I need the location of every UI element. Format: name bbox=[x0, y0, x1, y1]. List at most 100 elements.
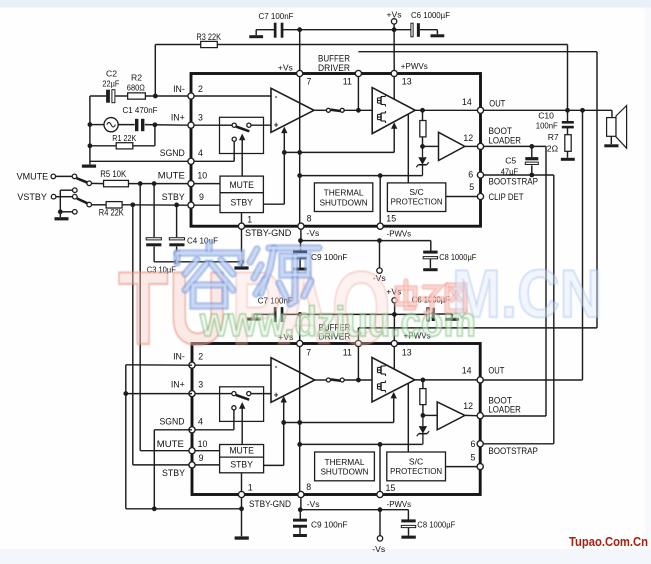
svg-text:+Vs: +Vs bbox=[387, 9, 402, 19]
svg-text:IN+: IN+ bbox=[171, 380, 185, 390]
svg-text:BOOT: BOOT bbox=[488, 395, 512, 405]
svg-text:8: 8 bbox=[307, 214, 312, 224]
svg-text:IN-: IN- bbox=[173, 84, 185, 94]
svg-text:8: 8 bbox=[306, 482, 311, 492]
svg-text:10: 10 bbox=[198, 439, 208, 449]
svg-text:9: 9 bbox=[199, 453, 204, 463]
svg-text:THERMAL: THERMAL bbox=[325, 457, 365, 467]
svg-text:OUT: OUT bbox=[489, 98, 506, 108]
svg-text:C5: C5 bbox=[505, 155, 516, 165]
svg-text:+PWVs: +PWVs bbox=[404, 330, 431, 340]
svg-text:STBY: STBY bbox=[162, 468, 185, 478]
svg-text:www.dziuu.com: www.dziuu.com bbox=[199, 298, 476, 345]
svg-text:C1 470nF: C1 470nF bbox=[123, 105, 158, 115]
svg-text:-PWVs: -PWVs bbox=[387, 229, 412, 239]
svg-text:12: 12 bbox=[463, 401, 473, 411]
svg-text:MUTE: MUTE bbox=[157, 439, 184, 449]
svg-text:DRIVER: DRIVER bbox=[319, 331, 351, 341]
svg-text:SHUTDOWN: SHUTDOWN bbox=[320, 197, 368, 207]
svg-text:STBY: STBY bbox=[162, 192, 185, 202]
svg-text:BUFFER: BUFFER bbox=[318, 53, 350, 63]
svg-text:1: 1 bbox=[247, 214, 252, 224]
svg-text:IN-: IN- bbox=[173, 351, 185, 361]
svg-text:C3 10µF: C3 10µF bbox=[147, 265, 176, 275]
svg-text:BOOTSTRAP: BOOTSTRAP bbox=[489, 176, 539, 186]
svg-text:11: 11 bbox=[343, 347, 352, 357]
svg-text:9: 9 bbox=[199, 192, 204, 202]
svg-text:SGND: SGND bbox=[160, 417, 185, 427]
svg-text:4: 4 bbox=[198, 417, 203, 427]
svg-text:STBY-GND: STBY-GND bbox=[249, 499, 291, 509]
svg-text:STBY: STBY bbox=[230, 459, 253, 469]
svg-text:MUTE: MUTE bbox=[158, 171, 185, 181]
svg-text:S/C: S/C bbox=[409, 456, 423, 466]
svg-text:3: 3 bbox=[198, 113, 203, 123]
svg-text:LOADER: LOADER bbox=[488, 404, 521, 414]
svg-text:5: 5 bbox=[470, 452, 475, 462]
svg-text:PROTECTION: PROTECTION bbox=[390, 466, 442, 476]
svg-text:2: 2 bbox=[198, 351, 203, 361]
svg-text:+Vs: +Vs bbox=[278, 62, 293, 72]
svg-text:THERMAL: THERMAL bbox=[324, 188, 364, 198]
svg-text:R5 10K: R5 10K bbox=[100, 169, 126, 179]
svg-text:-: - bbox=[275, 92, 278, 101]
svg-text:C10: C10 bbox=[538, 111, 554, 121]
svg-text:1: 1 bbox=[248, 483, 253, 493]
svg-text:22µF: 22µF bbox=[102, 78, 119, 88]
svg-text:STBY-GND: STBY-GND bbox=[245, 228, 291, 238]
svg-text:SHUTDOWN: SHUTDOWN bbox=[321, 466, 369, 476]
svg-text:CLIP DET: CLIP DET bbox=[489, 192, 525, 202]
svg-text:4: 4 bbox=[198, 148, 203, 158]
svg-text:12: 12 bbox=[463, 133, 473, 143]
svg-text:6: 6 bbox=[470, 439, 475, 449]
svg-text:C8 1000µF: C8 1000µF bbox=[439, 252, 476, 262]
svg-text:BUFFER: BUFFER bbox=[319, 322, 351, 332]
svg-text:-Vs: -Vs bbox=[306, 228, 319, 238]
svg-text:BOOTSTRAP: BOOTSTRAP bbox=[488, 446, 538, 456]
svg-text:Tupao.Com.Cn: Tupao.Com.Cn bbox=[569, 534, 648, 549]
svg-text:VMUTE: VMUTE bbox=[17, 171, 48, 181]
svg-text:14: 14 bbox=[462, 97, 472, 107]
svg-text:10: 10 bbox=[197, 171, 207, 181]
svg-text:OUT: OUT bbox=[488, 366, 505, 376]
svg-text:R1 22K: R1 22K bbox=[112, 133, 136, 143]
svg-text:7: 7 bbox=[306, 347, 311, 357]
svg-text:13: 13 bbox=[402, 77, 412, 87]
svg-text:M.CN: M.CN bbox=[452, 256, 602, 332]
svg-text:C7 100nF: C7 100nF bbox=[258, 296, 293, 306]
svg-text:14: 14 bbox=[462, 365, 472, 375]
svg-text:-Vs: -Vs bbox=[373, 273, 386, 283]
svg-text:13: 13 bbox=[402, 347, 412, 357]
svg-text:R4 22K: R4 22K bbox=[99, 207, 124, 217]
svg-text:7: 7 bbox=[307, 77, 312, 87]
svg-text:R7: R7 bbox=[548, 132, 559, 142]
svg-text:+: + bbox=[274, 390, 279, 399]
svg-text:PROTECTION: PROTECTION bbox=[391, 197, 443, 207]
svg-text:2: 2 bbox=[198, 84, 203, 94]
svg-text:15: 15 bbox=[386, 214, 396, 224]
svg-text:R2: R2 bbox=[131, 72, 142, 82]
svg-text:-Vs: -Vs bbox=[307, 499, 320, 509]
svg-text:C4 10µF: C4 10µF bbox=[187, 236, 218, 246]
svg-text:2Ω: 2Ω bbox=[547, 143, 559, 153]
svg-text:SGND: SGND bbox=[160, 148, 185, 158]
svg-text:680Ω: 680Ω bbox=[127, 83, 145, 93]
svg-text:STBY: STBY bbox=[230, 198, 253, 208]
svg-text:C8 1000µF: C8 1000µF bbox=[417, 519, 455, 529]
svg-text:11: 11 bbox=[343, 77, 352, 87]
svg-text:-PWVs: -PWVs bbox=[387, 499, 412, 509]
svg-text:-: - bbox=[275, 362, 278, 371]
svg-text:+: + bbox=[274, 121, 279, 130]
svg-text:+Vs: +Vs bbox=[278, 332, 293, 342]
svg-text:+PWVs: +PWVs bbox=[401, 61, 428, 71]
svg-text:5: 5 bbox=[469, 182, 474, 192]
svg-text:100nF: 100nF bbox=[536, 120, 558, 130]
svg-text:3: 3 bbox=[198, 380, 203, 390]
svg-text:C7 100nF: C7 100nF bbox=[259, 11, 294, 21]
svg-text:C9 100nF: C9 100nF bbox=[311, 519, 348, 529]
svg-text:15: 15 bbox=[386, 483, 396, 493]
svg-text:R3 22K: R3 22K bbox=[197, 32, 222, 42]
svg-text:DRIVER: DRIVER bbox=[318, 63, 350, 73]
svg-text:MUTE: MUTE bbox=[229, 446, 254, 456]
svg-text:BOOT: BOOT bbox=[489, 126, 513, 136]
